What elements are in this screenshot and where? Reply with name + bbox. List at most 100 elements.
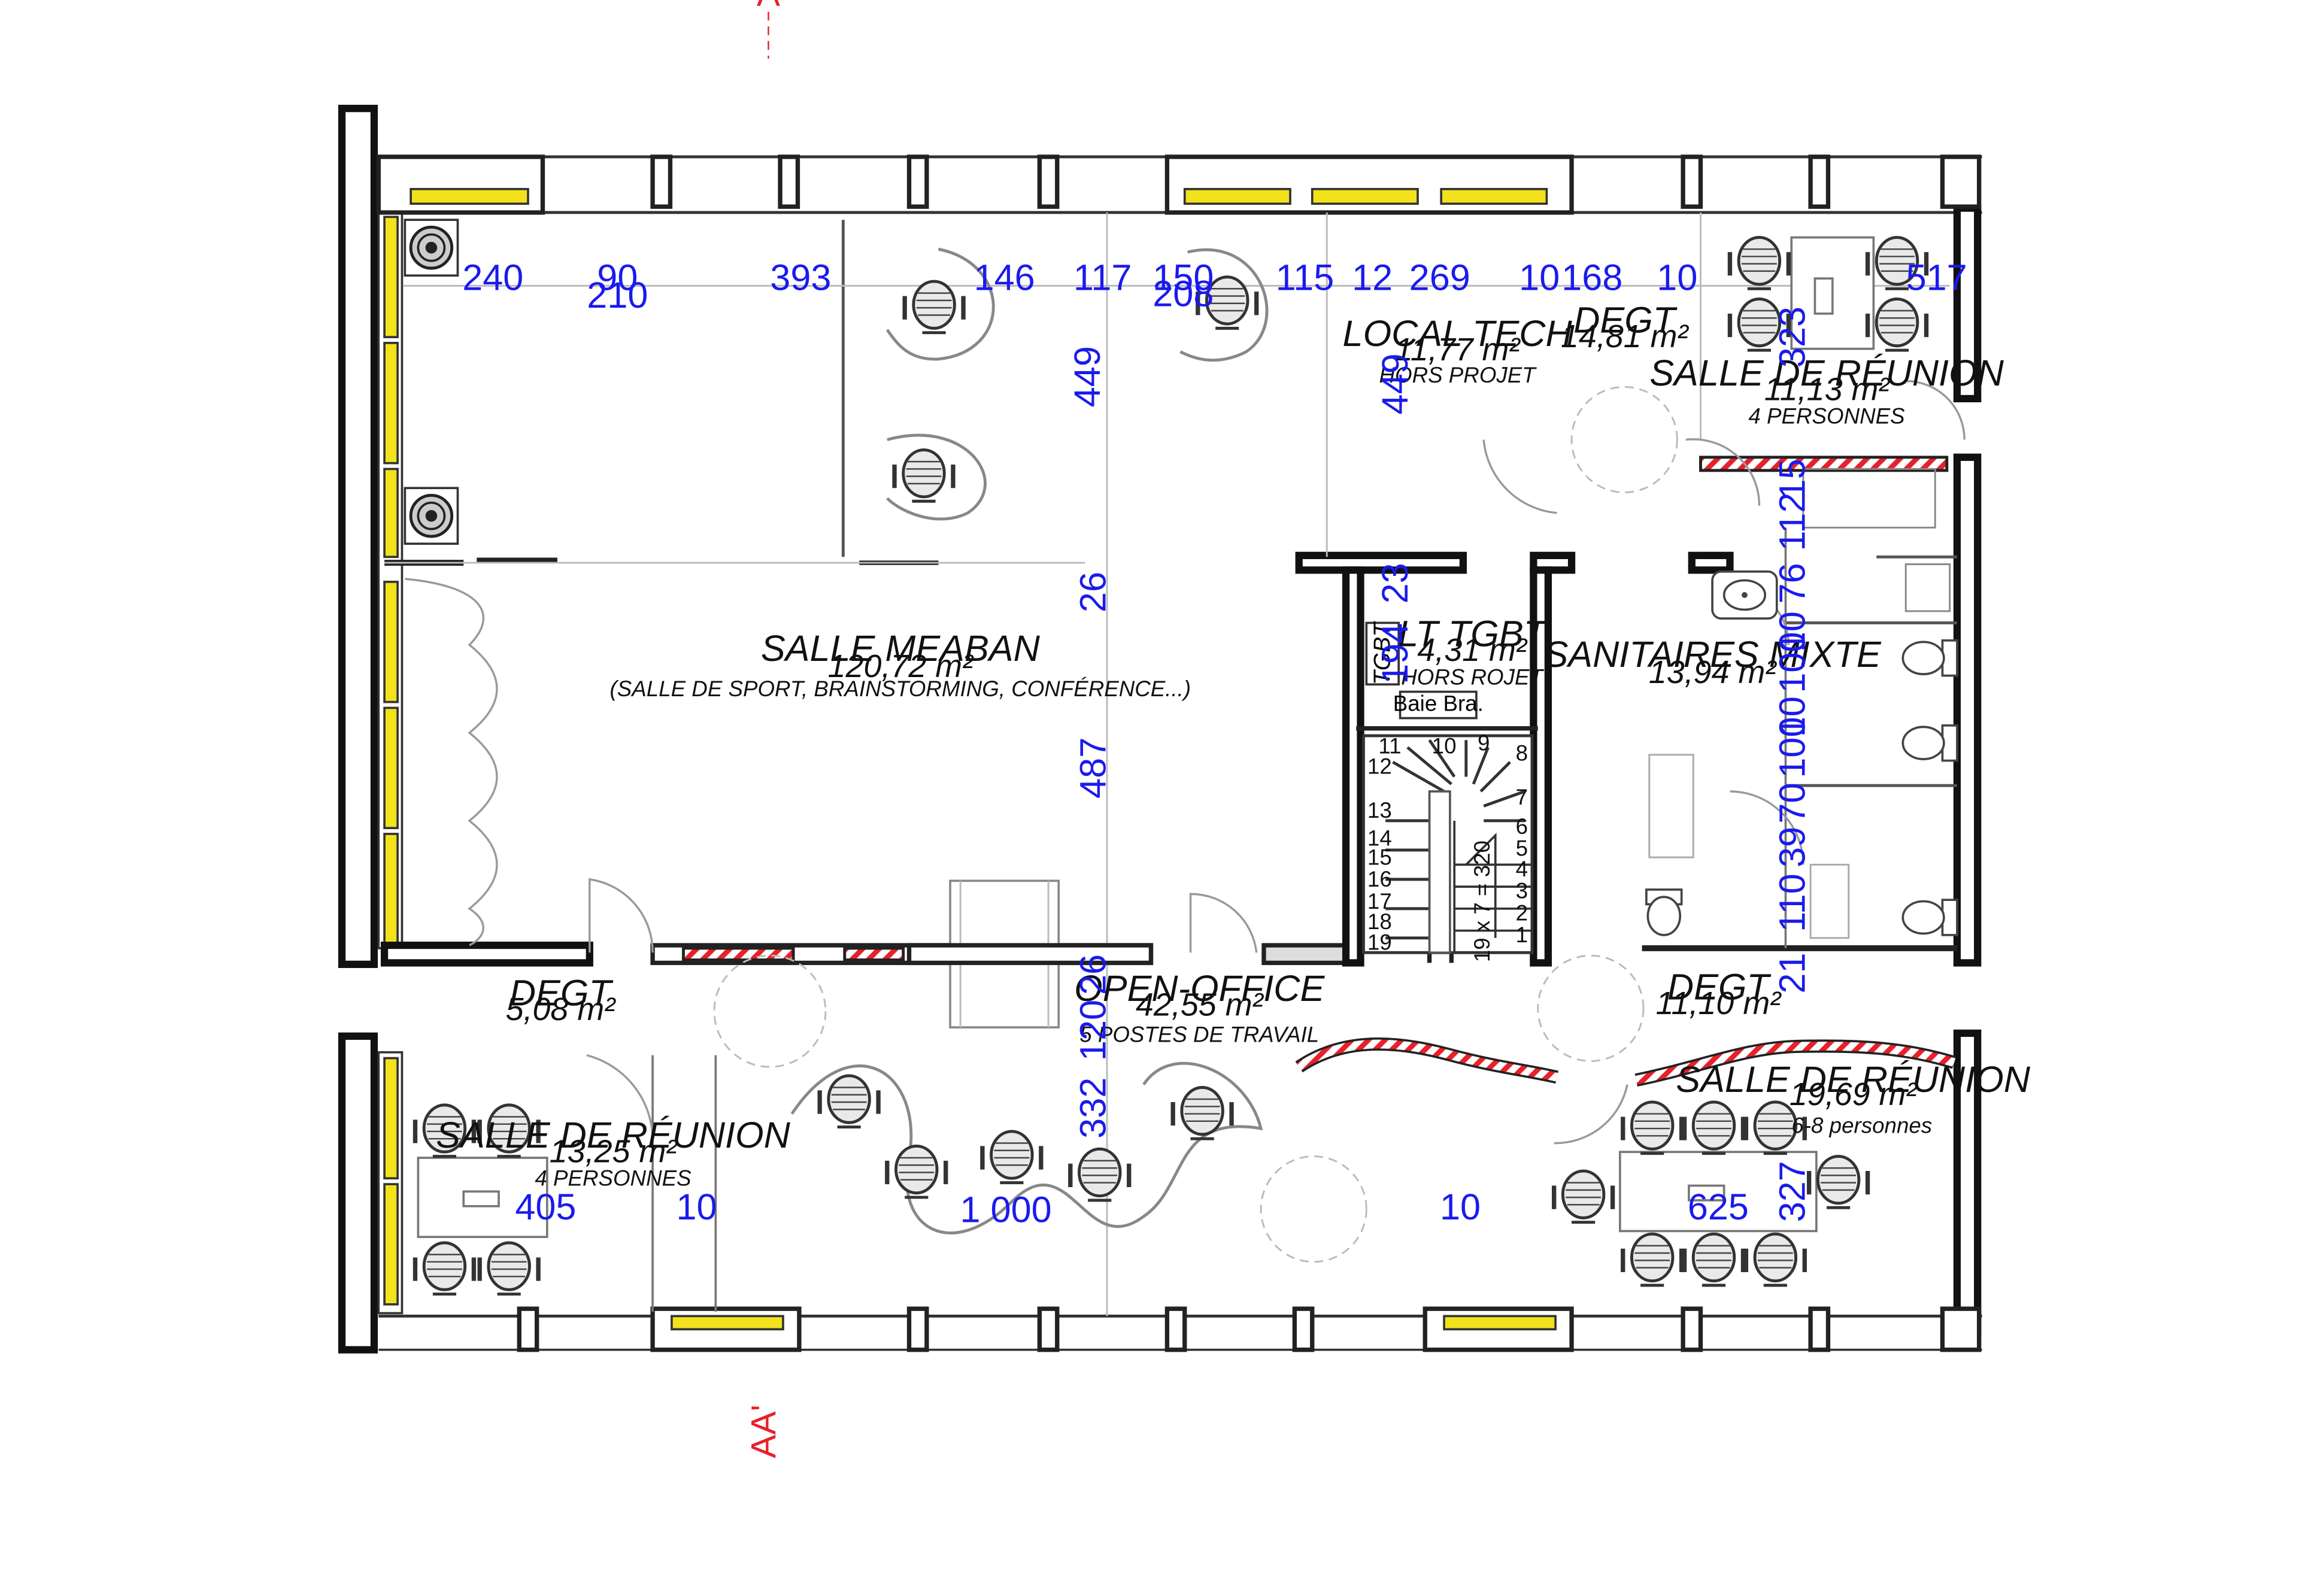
stair-step-2: 2 xyxy=(1516,900,1528,925)
interior-walls xyxy=(380,212,1957,1312)
dimension-label: 117 xyxy=(1073,257,1132,298)
dimension-label: 332 xyxy=(1073,1078,1114,1139)
dimension-label: 146 xyxy=(974,257,1035,298)
stair-step-8: 8 xyxy=(1516,741,1528,766)
room-area: 14,81 m² xyxy=(1561,318,1690,354)
curtain xyxy=(405,578,498,946)
dimension-label: 10 xyxy=(1519,257,1560,298)
chair-icon xyxy=(1868,299,1927,350)
room-name: DEGT xyxy=(1573,300,1678,341)
room-name: SALLE DE RÉUNION xyxy=(436,1115,790,1155)
dimension-label: 21 xyxy=(1772,953,1812,994)
dimension-label: 210 xyxy=(587,275,648,315)
room-name: LT TGBT xyxy=(1398,614,1548,654)
dimension-label: 194 xyxy=(1375,623,1415,684)
chair-icon xyxy=(1070,1149,1129,1200)
dimension-label: 10 xyxy=(1657,257,1697,298)
room-area: 11,13 m² xyxy=(1764,371,1891,407)
room-name: SANITAIRES MIXTE xyxy=(1543,634,1881,675)
room-area: 120,72 m² xyxy=(828,648,974,684)
room-area: 13,25 m² xyxy=(550,1133,678,1169)
chair-icon xyxy=(1746,1234,1804,1285)
dimension-label: 449 xyxy=(1067,346,1108,407)
chair-icon xyxy=(1730,238,1788,289)
room-lt-tgbt: LT TGBT 4,31 m² HORS ROJET xyxy=(1398,614,1548,690)
dimension-label: 12 xyxy=(1352,257,1393,298)
tgbt-label: TGBT xyxy=(1369,621,1395,685)
dimension-label: 100 xyxy=(1772,717,1812,778)
dimension-label: 625 xyxy=(1688,1187,1749,1227)
room-name: OPEN-OFFICE xyxy=(1074,968,1325,1009)
dimension-label: 487 xyxy=(1073,738,1114,799)
ventilator-icon xyxy=(404,219,459,277)
toilet-icon xyxy=(1645,888,1683,936)
stair-step-4: 4 xyxy=(1516,857,1528,881)
room-local-tech: LOCAL TECH 11,77 m² HORS PROJET xyxy=(1343,313,1573,387)
chair-icon xyxy=(1685,1102,1743,1154)
dimension-label: 10 xyxy=(677,1187,717,1227)
room-salle-reunion-sw: SALLE DE RÉUNION 13,25 m² 4 PERSONNES xyxy=(436,1115,790,1191)
electrical-cabinet: TGBT Baie Bra. xyxy=(1365,621,1484,720)
room-degt-east: DEGT 11,10 m² xyxy=(1656,967,1782,1021)
room-salle-reunion-se: SALLE DE RÉUNION 19,69 m² 6-8 personnes xyxy=(1676,1059,2030,1138)
room-open-office: OPEN-OFFICE 42,55 m² 5 POSTES DE TRAVAIL xyxy=(1074,968,1325,1047)
chair-icon xyxy=(894,450,953,502)
section-mark-top: A xyxy=(757,0,781,14)
room-area: 19,69 m² xyxy=(1790,1076,1918,1112)
baie-label: Baie Bra. xyxy=(1393,691,1484,715)
sanitary-partitions xyxy=(1648,468,1951,939)
chair-icon xyxy=(480,1243,538,1294)
stair-step-16: 16 xyxy=(1367,867,1392,891)
room-degt-north: DEGT 14,81 m² xyxy=(1561,300,1690,354)
dimension-labels: 240 90 210 393 146 117 150 208 115 12 26… xyxy=(462,257,1967,1230)
stair-step-13: 13 xyxy=(1367,798,1392,823)
dimension-label: 26 xyxy=(1073,572,1114,612)
dimension-label: 115 xyxy=(1276,257,1334,298)
stair-step-12: 12 xyxy=(1367,754,1392,779)
stair-step-3: 3 xyxy=(1516,879,1528,903)
stair-step-17: 17 xyxy=(1367,889,1392,914)
exterior-walls xyxy=(338,105,1982,1354)
dimension-label: 208 xyxy=(1152,274,1214,314)
stair-step-6: 6 xyxy=(1516,814,1528,839)
sliding-door-frame xyxy=(906,879,1154,1028)
workstation-desks xyxy=(790,247,1269,1234)
room-area: 5,08 m² xyxy=(506,991,617,1027)
dimension-label: 517 xyxy=(1906,257,1967,298)
dimension-label: 15 xyxy=(1772,459,1812,500)
dimension-label: 10 xyxy=(1440,1187,1481,1227)
dimension-label: 100 xyxy=(1772,632,1812,693)
south-windows xyxy=(517,1306,1982,1352)
section-mark-bottom: AA' xyxy=(745,1404,784,1458)
room-area: 13,94 m² xyxy=(1649,654,1778,690)
room-name: SALLE DE RÉUNION xyxy=(1676,1059,2030,1100)
room-name: LOCAL TECH xyxy=(1343,313,1573,354)
stair-formula: 19 x 7 = 320 xyxy=(1470,841,1494,962)
chair-icon xyxy=(415,1243,474,1294)
room-name: SALLE MEABAN xyxy=(761,628,1041,669)
dimension-label: 269 xyxy=(1409,257,1470,298)
chair-icon xyxy=(1685,1234,1743,1285)
room-area: 4,31 m² xyxy=(1417,632,1528,668)
dimension-label: 393 xyxy=(770,257,831,298)
meeting-tables xyxy=(417,236,1875,1239)
structure-lines xyxy=(403,212,1950,1316)
chair-icon xyxy=(905,281,963,333)
stair-step-7: 7 xyxy=(1516,785,1528,809)
dimension-label: 449 xyxy=(1375,353,1415,414)
dimension-label: 70 xyxy=(1772,783,1812,824)
stair-step-15: 15 xyxy=(1367,845,1392,869)
room-note: 4 PERSONNES xyxy=(535,1166,691,1191)
chair-icon xyxy=(887,1146,946,1197)
staircase: 19 x 7 = 320 11 12 13 14 15 16 17 18 19 … xyxy=(1361,730,1534,962)
dimension-label: 240 xyxy=(462,257,523,298)
room-note: 4 PERSONNES xyxy=(1748,404,1905,429)
room-name: DEGT xyxy=(1667,967,1772,1008)
ventilator-icon xyxy=(404,487,459,545)
room-note: 6-8 personnes xyxy=(1791,1113,1932,1137)
dimension-label: 10 xyxy=(1772,611,1812,652)
room-sanitaires-mixte: SANITAIRES MIXTE 13,94 m² xyxy=(1543,634,1881,690)
chair-icon xyxy=(820,1076,878,1127)
dimension-label: 150 xyxy=(1152,257,1214,298)
